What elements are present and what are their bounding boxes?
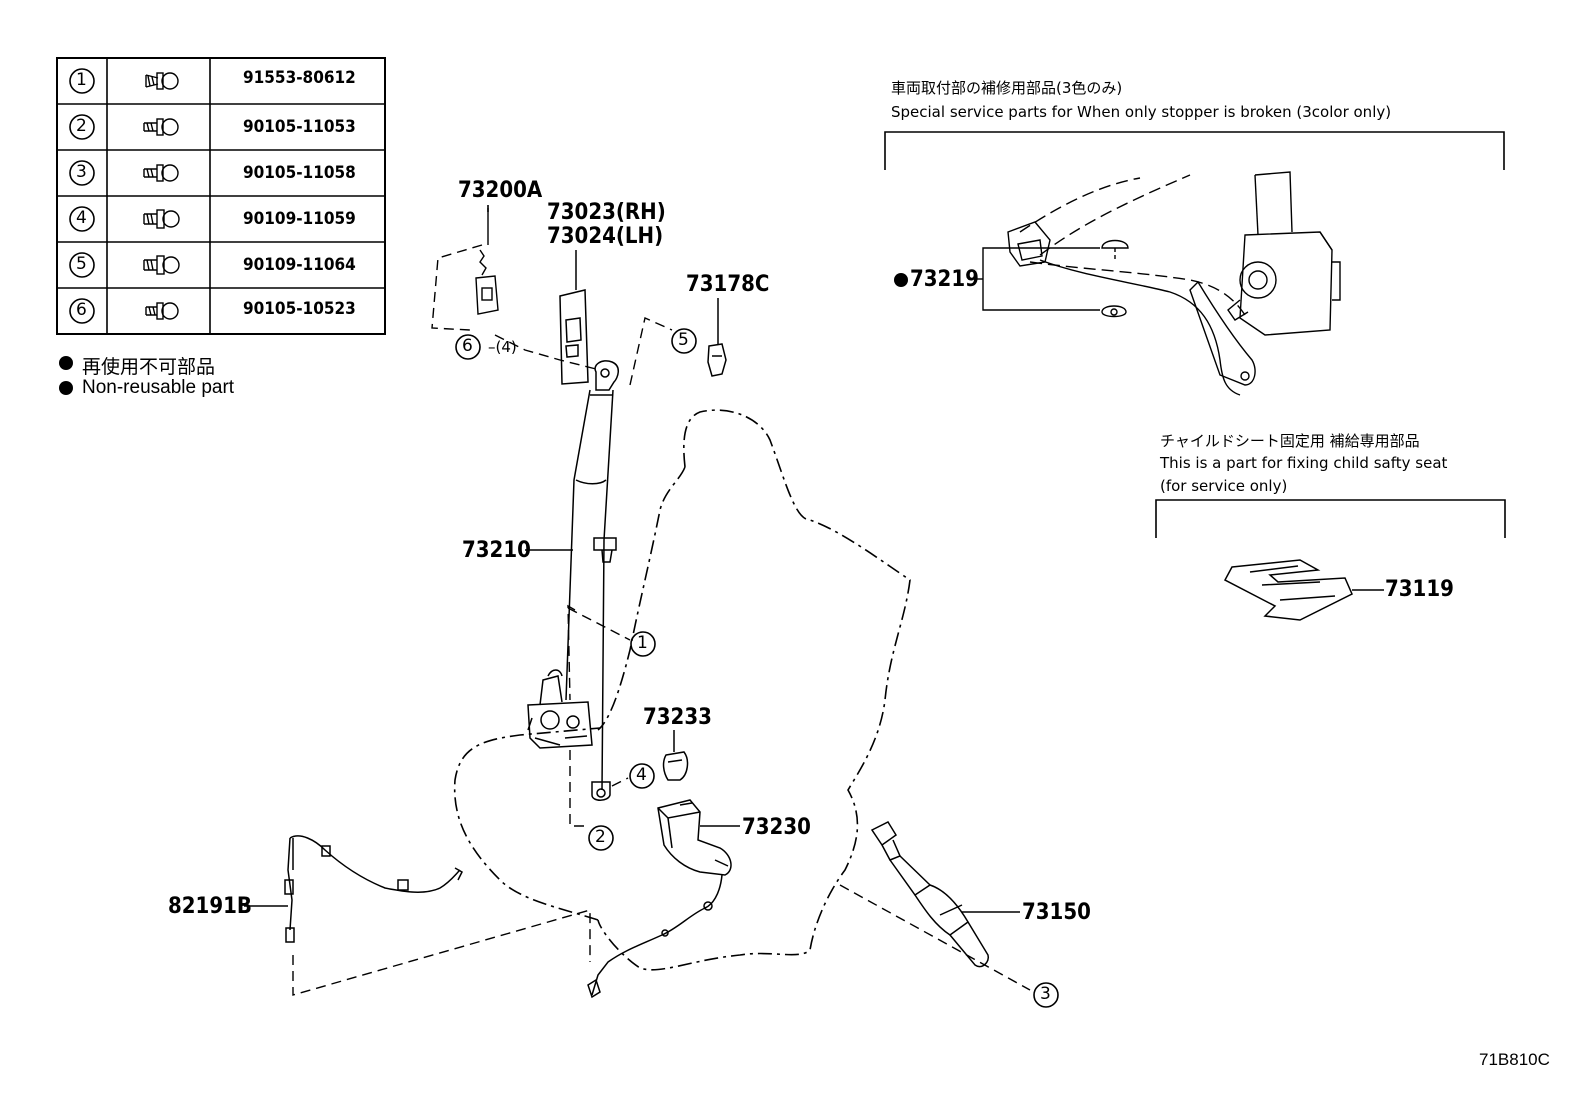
part-label-73024: 73024(LH) [547,224,664,249]
table-part-number: 90105-11053 [243,117,356,137]
wire-harness-82191B [244,835,463,943]
child-seat-note-en-2: (for service only) [1160,477,1288,495]
pillar-cover-73023 [559,250,589,385]
callout-1: 1 [637,633,648,653]
stopper-illustration [968,171,1341,396]
clip-73178C [707,298,727,377]
table-index: 3 [76,162,87,182]
cap-73233 [662,730,689,781]
part-label-73230: 73230 [742,815,811,840]
stopper-note-en: Special service parts for When only stop… [891,103,1392,121]
table-part-number: 91553-80612 [243,68,356,88]
seatbelt-retractor-73210 [527,360,619,801]
callout-5: 5 [678,330,689,350]
child-seat-bracket [1155,499,1506,538]
callout-3: 3 [1040,984,1051,1004]
child-seat-note-ja: チャイルドシート固定用 補給専用部品 [1160,432,1420,450]
child-seat-plate-73119 [1223,559,1384,621]
diagram-code: 71B810C [1479,1050,1550,1069]
stopper-note-ja: 車両取付部の補修用部品(3色のみ) [891,79,1123,97]
child-seat-note-en-1: This is a part for fixing child safty se… [1160,454,1448,472]
table-index: 5 [76,254,87,274]
fastener-table [56,57,386,335]
stopper-service-bracket [884,131,1505,170]
callout-4: 4 [636,765,647,785]
buckle-73230 [587,799,740,999]
part-label-73150: 73150 [1022,900,1091,925]
table-index: 4 [76,208,87,228]
part-label-82191B: 82191B [168,894,252,919]
table-index: 6 [76,300,87,320]
legend-en: Non-reusable part [82,377,235,398]
part-label-73119: 73119 [1385,577,1454,602]
buckle-73150 [870,821,1020,968]
table-index: 1 [76,70,87,90]
table-part-number: 90109-11064 [243,255,356,275]
height-adjuster-73200A [475,208,499,315]
table-index-circles [69,68,95,324]
part-label-73219: 73219 [910,267,979,292]
bolt-icon [143,72,180,320]
seat-outline [453,409,911,971]
callout-6: 6 [462,336,473,356]
table-index: 2 [76,116,87,136]
part-label-73233: 73233 [643,705,712,730]
callout-6-qty: –(4) [488,338,517,356]
table-part-number: 90105-11058 [243,163,356,183]
table-part-number: 90105-10523 [243,299,356,319]
part-label-73210: 73210 [462,538,531,563]
legend-bullets [59,356,73,395]
legend-ja: 再使用不可部品 [82,357,216,378]
part-label-73178C: 73178C [686,272,770,297]
table-part-number: 90109-11059 [243,209,356,229]
callout-2: 2 [595,827,606,847]
callout-circles [455,328,1059,1008]
part-label-73023: 73023(RH) [547,200,666,225]
callout-dashes [292,244,1031,996]
part-label-73200A: 73200A [458,178,543,203]
non-reusable-marker [894,273,908,287]
